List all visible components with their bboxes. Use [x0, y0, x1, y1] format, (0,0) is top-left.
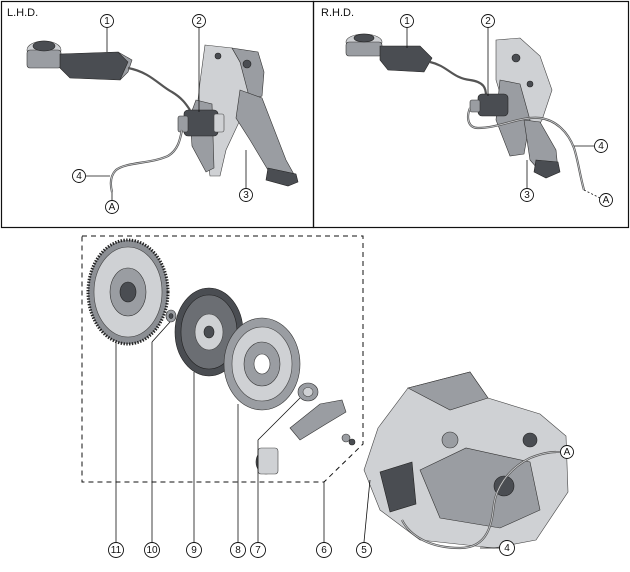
svg-text:3: 3: [524, 190, 530, 201]
rhd-pedal-assembly: [495, 37, 561, 179]
callout-10: 10: [144, 321, 171, 558]
callout-9: 9: [186, 372, 202, 558]
rhd-callout-3: 3: [520, 160, 534, 202]
rhd-callout-2: 2: [481, 14, 495, 96]
svg-text:A: A: [109, 202, 116, 213]
svg-text:A: A: [564, 447, 571, 458]
svg-text:1: 1: [104, 16, 110, 27]
svg-text:4: 4: [504, 543, 510, 554]
rhd-master-cylinder: [469, 93, 509, 117]
lhd-master-cylinder: [177, 109, 225, 137]
lhd-clutch-pipe: [109, 129, 184, 193]
lhd-callout-4: 4: [72, 169, 110, 183]
clutch-kit-boundary: [81, 235, 364, 483]
rhd-callout-4: 4: [574, 139, 608, 153]
callout-4: 4: [480, 540, 515, 556]
svg-text:11: 11: [111, 545, 122, 556]
lhd-reservoir-hose: [127, 66, 191, 111]
svg-text:6: 6: [321, 545, 327, 556]
callout-5: 5: [356, 479, 372, 558]
rhd-panel-label: R.H.D.: [321, 7, 354, 19]
release-fork: [255, 399, 356, 475]
lhd-clutch-reservoir: [26, 40, 133, 81]
rhd-illustration: [345, 33, 586, 191]
svg-text:4: 4: [598, 141, 604, 152]
svg-text:3: 3: [243, 190, 249, 201]
lhd-callout-a: A: [105, 192, 119, 214]
lhd-panel-label: L.H.D.: [7, 7, 38, 19]
pilot-bearing: [165, 309, 177, 323]
rhd-clutch-reservoir: [345, 33, 433, 73]
callout-6: 6: [316, 482, 332, 558]
rhd-panel-frame: [312, 0, 630, 229]
callout-a: A: [556, 445, 574, 459]
callout-8: 8: [230, 404, 246, 558]
release-bearing: [297, 382, 319, 402]
svg-text:1: 1: [404, 16, 410, 27]
svg-text:2: 2: [196, 16, 202, 27]
svg-text:7: 7: [255, 545, 261, 556]
svg-text:8: 8: [235, 545, 241, 556]
clutch-disc: [174, 287, 244, 377]
flywheel: [86, 238, 170, 346]
rhd-reservoir-hose: [429, 60, 488, 97]
lhd-callout-2: 2: [192, 14, 206, 112]
callout-7: 7: [250, 397, 301, 558]
svg-text:A: A: [603, 195, 610, 206]
callout-11: 11: [108, 342, 124, 558]
lhd-callout-1: 1: [100, 14, 114, 52]
svg-text:9: 9: [191, 545, 197, 556]
transaxle: [363, 371, 569, 549]
rhd-callout-1: 1: [400, 14, 414, 48]
rhd-callout-a: A: [583, 189, 613, 207]
svg-text:5: 5: [361, 545, 367, 556]
svg-text:2: 2: [485, 16, 491, 27]
lhd-illustration: [26, 40, 299, 193]
svg-text:10: 10: [146, 545, 158, 556]
svg-text:4: 4: [76, 171, 82, 182]
lhd-callout-3: 3: [239, 150, 253, 202]
clutch-cover: [223, 317, 301, 411]
